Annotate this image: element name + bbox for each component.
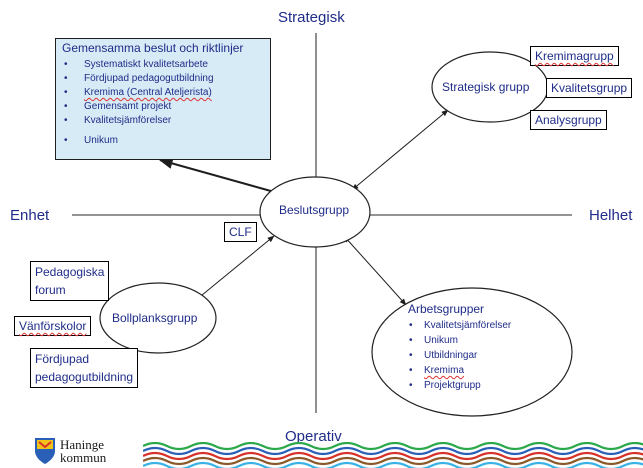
arbetsgrupper-list: Kvalitetsjämförelser Unikum Utbildningar… [408, 318, 511, 393]
list-item: Unikum [408, 333, 511, 348]
analysgrupp-box: Analysgrupp [530, 110, 607, 130]
bollplanksgrupp-ellipse [99, 282, 217, 354]
fordjupad-line2: pedagogutbildning [35, 370, 134, 384]
vanforskolor-box: Vänförskolor [14, 316, 92, 336]
haninge-crest-icon [35, 438, 55, 464]
list-item: Projektgrupp [408, 378, 511, 393]
list-item-text: Kremima [424, 365, 465, 376]
kvalitetsgrupp-label: Kvalitetsgrupp [551, 81, 628, 95]
gemensamma-title: Gemensamma beslut och riktlinjer [62, 41, 244, 55]
axis-label-top: Strategisk [278, 9, 345, 26]
list-item: Kremima (Central Ateljerista) [62, 86, 264, 100]
analysgrupp-label: Analysgrupp [535, 113, 602, 127]
strategisk-grupp-label: Strategisk grupp [442, 80, 530, 94]
fordjupad-box: Fördjupad pedagogutbildning [30, 348, 139, 388]
list-item-text: Kremima (Central Ateljerista) [84, 87, 212, 98]
list-item: Unikum [62, 134, 264, 148]
list-item: Kvalitetsjämförelser [408, 318, 511, 333]
clf-box: CLF [224, 222, 257, 242]
axis-label-left: Enhet [10, 207, 50, 224]
axis-label-right: Helhet [589, 207, 633, 224]
clf-label: CLF [229, 225, 252, 239]
decorative-waves [143, 442, 643, 468]
list-item: Kvalitetsjämförelser [62, 114, 264, 128]
arrow-beslut-strategisk [351, 109, 449, 191]
arbetsgrupper-title: Arbetsgrupper [408, 302, 485, 316]
haninge-logo: Haninge kommun [34, 437, 134, 467]
gemensamma-list: Systematiskt kvalitetsarbete Fördjupad p… [62, 58, 264, 148]
arrow-beslut-arbetsgrupper [343, 235, 407, 306]
list-item: Fördjupad pedagogutbildning [62, 72, 264, 86]
arrow-beslut-bollplank [195, 235, 275, 301]
gemensamma-panel: Gemensamma beslut och riktlinjer Systema… [55, 38, 271, 160]
fordjupad-line1: Fördjupad [35, 352, 90, 366]
beslutsgrupp-ellipse [259, 176, 371, 248]
vanforskolor-label: Vänförskolor [19, 319, 87, 333]
axis-label-bottom: Operativ [285, 428, 342, 445]
kremimagrupp-box: Kremimagrupp [530, 46, 619, 66]
list-item: Kremima [408, 363, 511, 378]
list-item: Gemensamt projekt [62, 100, 264, 114]
pedagogiska-forum-box: Pedagogiska forum [30, 261, 110, 301]
beslutsgrupp-label: Beslutsgrupp [279, 203, 350, 217]
list-item: Systematiskt kvalitetsarbete [62, 58, 264, 72]
logo-line2: kommun [60, 450, 107, 465]
kvalitetsgrupp-box: Kvalitetsgrupp [546, 78, 633, 98]
bollplanksgrupp-label: Bollplanksgrupp [112, 311, 198, 325]
list-item: Utbildningar [408, 348, 511, 363]
kremimagrupp-label: Kremimagrupp [535, 49, 614, 63]
arrow-beslut-to-gemensamma [158, 158, 279, 194]
arbetsgrupper-content: Arbetsgrupper Kvalitetsjämförelser Uniku… [408, 302, 511, 393]
pedagogiska-forum-line2: forum [35, 283, 66, 297]
logo-line1: Haninge [60, 437, 105, 452]
pedagogiska-forum-line1: Pedagogiska [35, 265, 105, 279]
